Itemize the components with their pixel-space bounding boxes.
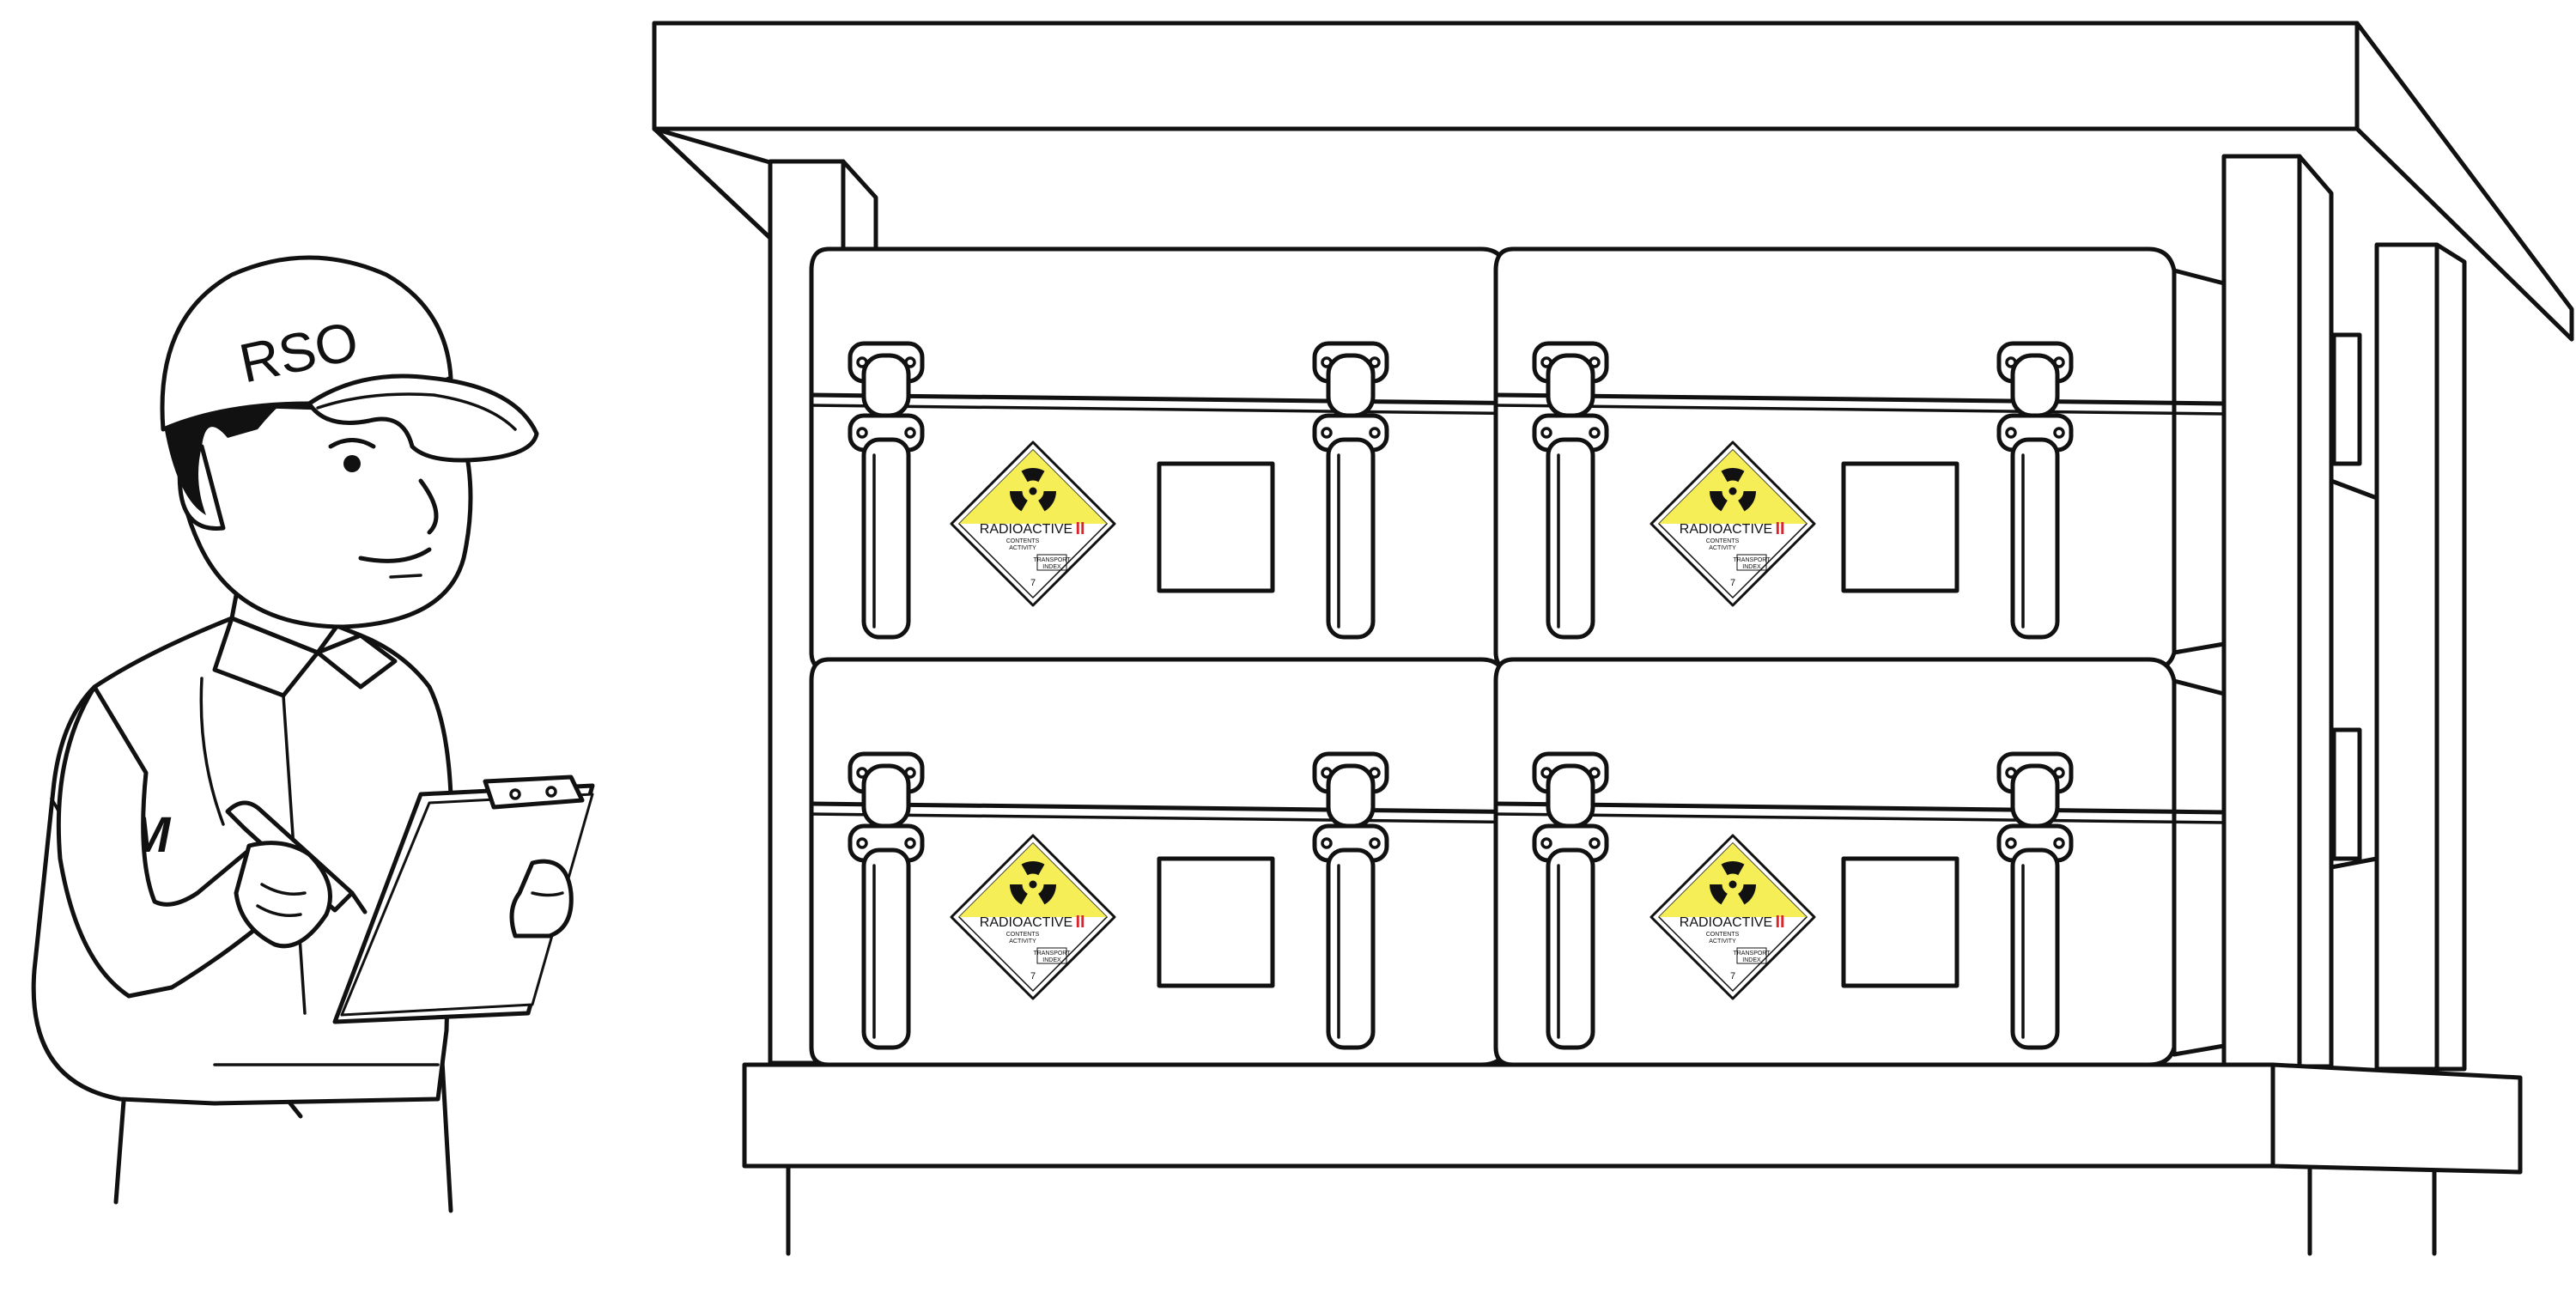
placard-title: RADIOACTIVE xyxy=(980,522,1072,537)
placard-activity-label: ACTIVITY xyxy=(1709,545,1736,551)
placard-transport-label: TRANSPORT xyxy=(1733,951,1771,957)
placard-class-number: 7 xyxy=(1730,971,1735,981)
placard-index-label: INDEX xyxy=(1742,957,1761,963)
radioactive-placard: RADIOACTIVE II CONTENTS ACTIVITY TRANSPO… xyxy=(950,440,1116,607)
placard-category: II xyxy=(1775,519,1784,538)
placard-title: RADIOACTIVE xyxy=(980,915,1072,930)
clipboard xyxy=(332,775,595,1024)
radioactive-case-top-left: RADIOACTIVE II CONTENTS ACTIVITY TRANSPO… xyxy=(809,246,1552,672)
radioactive-placard: RADIOACTIVE II CONTENTS ACTIVITY TRANSPO… xyxy=(950,834,1116,1000)
rso-worker: RSO M xyxy=(31,255,595,1213)
radioactive-case-bottom-right: RADIOACTIVE II CONTENTS ACTIVITY TRANSPO… xyxy=(1493,657,2227,1067)
placard-transport-label: TRANSPORT xyxy=(1033,557,1071,563)
radioactive-case-bottom-left: RADIOACTIVE II CONTENTS ACTIVITY TRANSPO… xyxy=(809,657,1552,1067)
placard-index-label: INDEX xyxy=(1042,564,1061,570)
placard-activity-label: ACTIVITY xyxy=(1009,545,1036,551)
placard-category: II xyxy=(1075,913,1084,932)
placard-transport-label: TRANSPORT xyxy=(1733,557,1771,563)
placard-activity-label: ACTIVITY xyxy=(1709,939,1736,945)
placard-contents-label: CONTENTS xyxy=(1706,932,1740,938)
placard-category: II xyxy=(1075,519,1084,538)
placard-title: RADIOACTIVE xyxy=(1680,915,1772,930)
placard-category: II xyxy=(1775,913,1784,932)
placard-class-number: 7 xyxy=(1030,578,1036,588)
radioactive-case-top-right: RADIOACTIVE II CONTENTS ACTIVITY TRANSPO… xyxy=(1493,246,2227,672)
placard-class-number: 7 xyxy=(1730,578,1735,588)
radioactive-placard: RADIOACTIVE II CONTENTS ACTIVITY TRANSPO… xyxy=(1649,440,1816,607)
placard-contents-label: CONTENTS xyxy=(1706,538,1740,544)
placard-title: RADIOACTIVE xyxy=(1680,522,1772,537)
placard-class-number: 7 xyxy=(1030,971,1036,981)
placard-activity-label: ACTIVITY xyxy=(1009,939,1036,945)
placard-index-label: INDEX xyxy=(1742,564,1761,570)
placard-index-label: INDEX xyxy=(1042,957,1061,963)
placard-transport-label: TRANSPORT xyxy=(1033,951,1071,957)
placard-contents-label: CONTENTS xyxy=(1006,538,1040,544)
radioactive-placard: RADIOACTIVE II CONTENTS ACTIVITY TRANSPO… xyxy=(1649,834,1816,1000)
placard-contents-label: CONTENTS xyxy=(1006,932,1040,938)
